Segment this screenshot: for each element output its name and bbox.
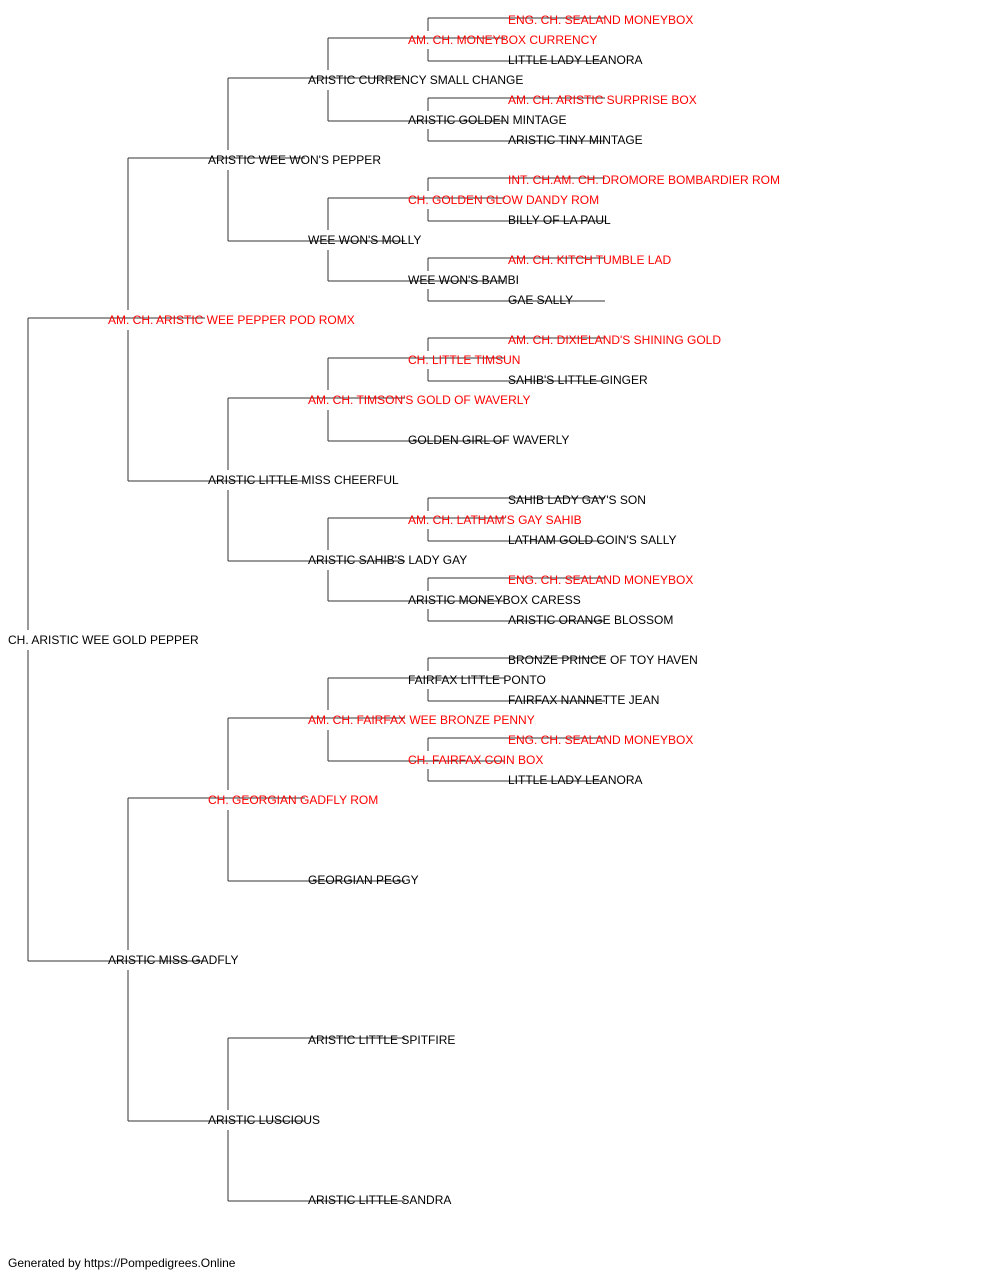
pedigree-node-sire[interactable]: AM. CH. ARISTIC WEE PEPPER POD ROMX [108, 313, 355, 327]
pedigree-node-sire-dam-dam-sire-sire[interactable]: SAHIB LADY GAY'S SON [508, 493, 646, 507]
pedigree-node-sire-dam-dam[interactable]: ARISTIC SAHIB'S LADY GAY [308, 553, 467, 567]
pedigree-node-sire-sire-dam-sire-sire[interactable]: INT. CH.AM. CH. DROMORE BOMBARDIER ROM [508, 173, 780, 187]
pedigree-node-dam-sire-sire-dam[interactable]: CH. FAIRFAX COIN BOX [408, 753, 543, 767]
pedigree-node-sire-sire-dam-sire-dam[interactable]: BILLY OF LA PAUL [508, 213, 611, 227]
pedigree-node-sire-dam-sire[interactable]: AM. CH. TIMSON'S GOLD OF WAVERLY [308, 393, 531, 407]
pedigree-node-sire-dam-dam-dam[interactable]: ARISTIC MONEYBOX CARESS [408, 593, 581, 607]
pedigree-node-dam-sire[interactable]: CH. GEORGIAN GADFLY ROM [208, 793, 378, 807]
pedigree-node-dam-dam-sire[interactable]: ARISTIC LITTLE SPITFIRE [308, 1033, 455, 1047]
pedigree-node-root[interactable]: CH. ARISTIC WEE GOLD PEPPER [8, 633, 199, 647]
pedigree-node-sire-dam-sire-sire-dam[interactable]: SAHIB'S LITTLE GINGER [508, 373, 648, 387]
pedigree-node-sire-sire-dam-dam[interactable]: WEE WON'S BAMBI [408, 273, 519, 287]
pedigree-node-dam-sire-sire[interactable]: AM. CH. FAIRFAX WEE BRONZE PENNY [308, 713, 535, 727]
pedigree-node-dam-sire-sire-dam-dam[interactable]: LITTLE LADY LEANORA [508, 773, 643, 787]
pedigree-node-dam-sire-sire-dam-sire[interactable]: ENG. CH. SEALAND MONEYBOX [508, 733, 693, 747]
pedigree-node-sire-sire[interactable]: ARISTIC WEE WON'S PEPPER [208, 153, 381, 167]
pedigree-node-sire-sire-sire-dam-dam[interactable]: ARISTIC TINY MINTAGE [508, 133, 643, 147]
pedigree-node-dam-dam-dam[interactable]: ARISTIC LITTLE SANDRA [308, 1193, 451, 1207]
pedigree-node-sire-dam-dam-dam-sire[interactable]: ENG. CH. SEALAND MONEYBOX [508, 573, 693, 587]
pedigree-node-sire-dam-dam-dam-dam[interactable]: ARISTIC ORANGE BLOSSOM [508, 613, 673, 627]
pedigree-node-dam-sire-sire-sire[interactable]: FAIRFAX LITTLE PONTO [408, 673, 546, 687]
pedigree-node-sire-sire-dam[interactable]: WEE WON'S MOLLY [308, 233, 421, 247]
pedigree-node-sire-dam-sire-sire-sire[interactable]: AM. CH. DIXIELAND'S SHINING GOLD [508, 333, 721, 347]
pedigree-node-sire-dam-dam-sire-dam[interactable]: LATHAM GOLD COIN'S SALLY [508, 533, 677, 547]
pedigree-node-sire-dam-dam-sire[interactable]: AM. CH. LATHAM'S GAY SAHIB [408, 513, 582, 527]
pedigree-node-sire-dam[interactable]: ARISTIC LITTLE MISS CHEERFUL [208, 473, 399, 487]
pedigree-chart: CH. ARISTIC WEE GOLD PEPPER AM. CH. ARIST… [8, 13, 780, 1207]
pedigree-node-dam[interactable]: ARISTIC MISS GADFLY [108, 953, 238, 967]
pedigree-node-dam-sire-sire-sire-dam[interactable]: FAIRFAX NANNETTE JEAN [508, 693, 659, 707]
pedigree-node-sire-sire-sire-sire[interactable]: AM. CH. MONEYBOX CURRENCY [408, 33, 597, 47]
pedigree-node-sire-sire-dam-dam-dam[interactable]: GAE SALLY [508, 293, 573, 307]
pedigree-node-sire-sire-sire[interactable]: ARISTIC CURRENCY SMALL CHANGE [308, 73, 523, 87]
pedigree-node-sire-sire-dam-dam-sire[interactable]: AM. CH. KITCH TUMBLE LAD [508, 253, 671, 267]
pedigree-node-dam-sire-sire-sire-sire[interactable]: BRONZE PRINCE OF TOY HAVEN [508, 653, 698, 667]
pedigree-node-sire-sire-sire-dam[interactable]: ARISTIC GOLDEN MINTAGE [408, 113, 566, 127]
pedigree-node-sire-dam-sire-dam[interactable]: GOLDEN GIRL OF WAVERLY [408, 433, 569, 447]
pedigree-node-sire-sire-dam-sire[interactable]: CH. GOLDEN GLOW DANDY ROM [408, 193, 599, 207]
pedigree-node-sire-sire-sire-sire-dam[interactable]: LITTLE LADY LEANORA [508, 53, 643, 67]
pedigree-node-sire-sire-sire-sire-sire[interactable]: ENG. CH. SEALAND MONEYBOX [508, 13, 693, 27]
pedigree-node-dam-sire-dam[interactable]: GEORGIAN PEGGY [308, 873, 419, 887]
pedigree-node-dam-dam[interactable]: ARISTIC LUSCIOUS [208, 1113, 320, 1127]
footer-credit: Generated by https://Pompedigrees.Online [8, 1256, 236, 1270]
pedigree-node-sire-sire-sire-dam-sire[interactable]: AM. CH. ARISTIC SURPRISE BOX [508, 93, 697, 107]
pedigree-node-sire-dam-sire-sire[interactable]: CH. LITTLE TIMSUN [408, 353, 520, 367]
